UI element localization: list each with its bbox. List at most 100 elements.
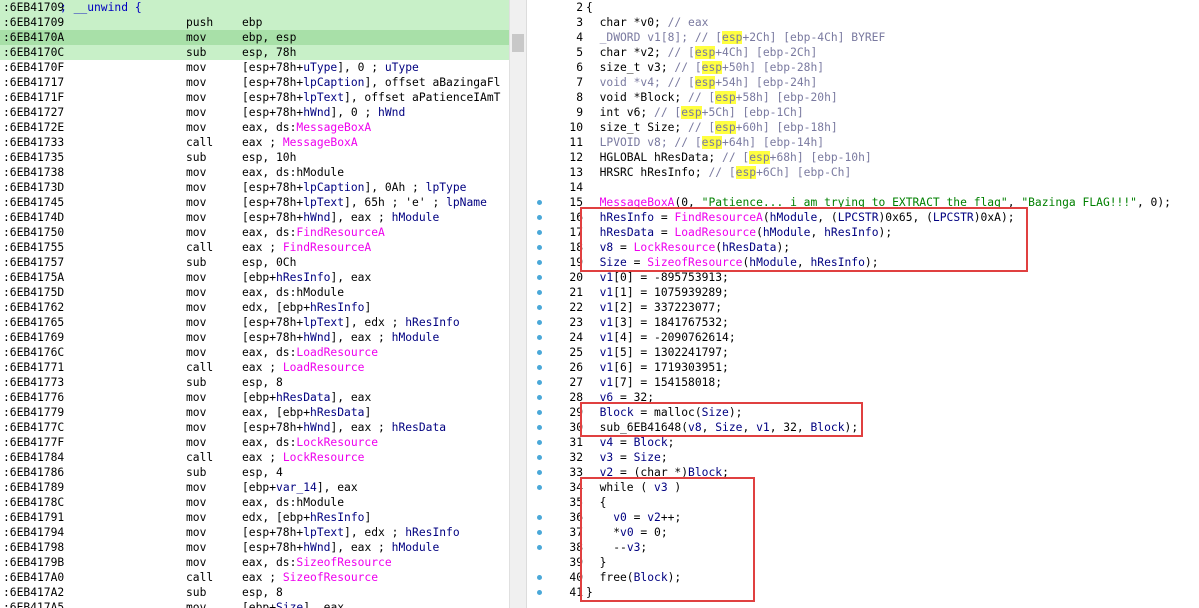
disasm-address[interactable]: :6EB4175A [3, 271, 65, 284]
breakpoint-dot-icon[interactable] [537, 320, 542, 325]
breakpoint-dot-icon[interactable] [537, 230, 542, 235]
operand-token[interactable]: [ebp+ [242, 601, 277, 608]
breakpoint-dot-icon[interactable] [537, 215, 542, 220]
disasm-address[interactable]: :6EB41745 [3, 196, 65, 209]
operand-token[interactable]: esp, 8 [242, 586, 283, 599]
operand-token[interactable]: ], edx ; [344, 316, 406, 329]
disasm-mnemonic[interactable]: mov [186, 76, 207, 89]
operand-token[interactable]: LoadResource [282, 361, 365, 374]
disasm-address[interactable]: :6EB4171F [3, 91, 65, 104]
code-text[interactable]: v6 = 32; [586, 390, 654, 405]
code-token[interactable]: v1 [756, 421, 770, 434]
code-text[interactable]: size_t Size; // [esp+60h] [ebp-18h] [586, 120, 838, 135]
disasm-operands[interactable]: esp, 0Ch [242, 255, 296, 270]
pseudocode-line[interactable]: 35 { [527, 495, 1199, 510]
disasm-address[interactable]: :6EB4170F [3, 61, 65, 74]
disasm-operands[interactable]: eax ; FindResourceA [242, 240, 371, 255]
pseudocode-line[interactable]: 20 v1[0] = -895753913; [527, 270, 1199, 285]
disasm-address[interactable]: :6EB4173D [3, 181, 65, 194]
disasm-mnemonic[interactable]: sub [186, 151, 207, 164]
code-token[interactable]: +60h] [ebp-18h] [735, 121, 838, 134]
operand-token[interactable]: esp, 78h [242, 46, 297, 59]
disasm-operands[interactable]: [esp+78h+hWnd], 0 ; hWnd [242, 105, 405, 120]
disasm-address[interactable]: :6EB41786 [3, 466, 65, 479]
operand-token[interactable]: hWnd [303, 331, 331, 344]
pseudocode-line[interactable]: 19 Size = SizeofResource(hModule, hResIn… [527, 255, 1199, 270]
operand-token[interactable]: LockResource [282, 451, 365, 464]
code-token[interactable]: ); [776, 241, 791, 254]
code-text[interactable]: v3 = Size; [586, 450, 668, 465]
code-token[interactable]: , [1007, 196, 1022, 209]
operand-token[interactable]: hResInfo [310, 511, 365, 524]
operand-token[interactable]: [esp+78h+ [242, 61, 304, 74]
disasm-mnemonic[interactable]: mov [186, 226, 207, 239]
operand-token[interactable]: hResInfo [405, 316, 460, 329]
operand-token[interactable]: [esp+78h+ [242, 106, 304, 119]
disasm-operands[interactable]: edx, [ebp+hResInfo] [242, 510, 371, 525]
code-text[interactable]: HGLOBAL hResData; // [esp+68h] [ebp-10h] [586, 150, 872, 165]
code-token[interactable]: ( [715, 241, 723, 254]
operand-token[interactable]: SizeofResource [296, 556, 392, 569]
pseudocode-line[interactable]: 5 char *v2; // [esp+4Ch] [ebp-2Ch] [527, 45, 1199, 60]
code-token[interactable]: // [ [688, 91, 716, 104]
disasm-operands[interactable]: esp, 8 [242, 585, 283, 600]
breakpoint-dot-icon[interactable] [537, 245, 542, 250]
disasm-address[interactable]: :6EB41776 [3, 391, 65, 404]
disasm-address[interactable]: :6EB41771 [3, 361, 65, 374]
code-text[interactable]: v8 = LockResource(hResData); [586, 240, 790, 255]
code-token[interactable]: sub_6EB41648( [586, 421, 689, 434]
operand-token[interactable]: eax, ds:hModule [242, 496, 345, 509]
breakpoint-dot-icon[interactable] [537, 530, 542, 535]
code-token[interactable]: { [586, 496, 607, 509]
operand-token[interactable]: lpText [303, 91, 345, 104]
code-token[interactable]: Block [633, 436, 668, 449]
code-token[interactable]: ( [756, 226, 763, 239]
disasm-mnemonic[interactable]: mov [186, 406, 207, 419]
code-token[interactable]: [2] = 337223077; [613, 301, 723, 314]
code-token[interactable]: )0xA); [973, 211, 1015, 224]
code-token[interactable]: = [654, 211, 675, 224]
disasm-mnemonic[interactable]: mov [186, 121, 207, 134]
operand-token[interactable]: [ebp+ [242, 391, 277, 404]
disasm-address[interactable]: :6EB4176C [3, 346, 65, 359]
operand-token[interactable]: ], eax [330, 391, 372, 404]
code-token[interactable]: , ( [817, 211, 838, 224]
code-token[interactable]: v1 [599, 376, 614, 389]
code-token[interactable]: hResData [722, 241, 777, 254]
code-token[interactable]: * [586, 526, 621, 539]
code-token[interactable]: -- [586, 541, 627, 554]
code-text[interactable]: char *v0; // eax [586, 15, 709, 30]
code-text[interactable]: v1[7] = 154158018; [586, 375, 722, 390]
code-text[interactable]: sub_6EB41648(v8, Size, v1, 32, Block); [586, 420, 859, 435]
code-text[interactable]: v1[1] = 1075939289; [586, 285, 729, 300]
code-token[interactable]: esp [701, 61, 723, 74]
pseudocode-line[interactable]: 30 sub_6EB41648(v8, Size, v1, 32, Block)… [527, 420, 1199, 435]
disasm-operands[interactable]: eax, ds:FindResourceA [242, 225, 385, 240]
code-token[interactable]: LPCSTR [837, 211, 879, 224]
operand-token[interactable]: ], eax ; [330, 541, 392, 554]
disasm-address[interactable]: :6EB41765 [3, 316, 65, 329]
code-token[interactable]: void *v4; [586, 76, 668, 89]
operand-token[interactable]: LoadResource [296, 346, 379, 359]
breakpoint-dot-icon[interactable] [537, 515, 542, 520]
disasm-operands[interactable]: ebp, esp [242, 30, 296, 45]
code-token[interactable]: +68h] [ebp-10h] [769, 151, 872, 164]
pseudocode-line[interactable]: 3 char *v0; // eax [527, 15, 1199, 30]
disasm-operands[interactable]: [esp+78h+hWnd], eax ; hResData [242, 420, 446, 435]
disasm-operands[interactable]: [esp+78h+lpText], edx ; hResInfo [242, 315, 460, 330]
operand-token[interactable]: hResInfo [310, 301, 365, 314]
operand-token[interactable]: lpCaption [303, 76, 365, 89]
operand-token[interactable]: [esp+78h+ [242, 181, 304, 194]
code-token[interactable]: , [810, 226, 825, 239]
pseudocode-line[interactable]: 12 HGLOBAL hResData; // [esp+68h] [ebp-1… [527, 150, 1199, 165]
disasm-mnemonic[interactable]: mov [186, 511, 207, 524]
operand-token[interactable]: ], eax ; [330, 421, 392, 434]
disasm-address[interactable]: :6EB4177F [3, 436, 65, 449]
code-token[interactable]: , 32, [769, 421, 811, 434]
